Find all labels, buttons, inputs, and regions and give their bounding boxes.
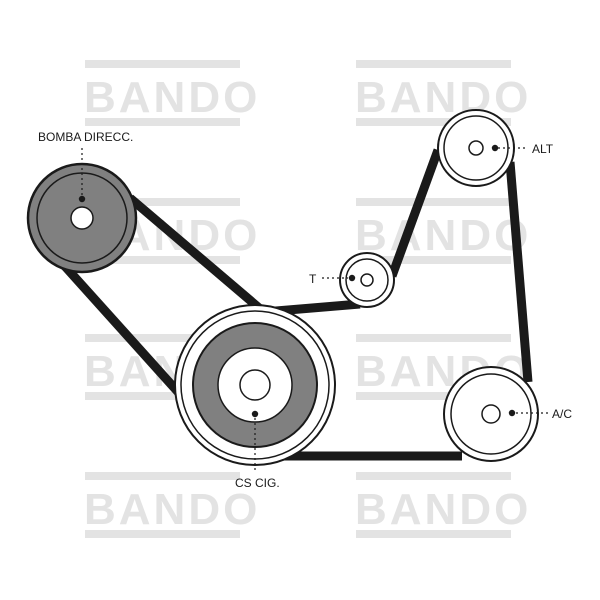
alt-pulley	[437, 109, 515, 187]
watermark-tile: BANDO	[84, 472, 260, 538]
label-alt: ALT	[532, 142, 554, 156]
belt-segment	[387, 148, 443, 278]
watermark-tile: BANDO	[355, 472, 531, 538]
label-tensioner: T	[309, 272, 317, 286]
ac-pulley	[443, 366, 539, 462]
watermark-tile: BANDO	[355, 60, 531, 126]
labels: BOMBA DIRECC. ALT T A/C CS CIG.	[38, 130, 572, 490]
belt-segment	[505, 161, 533, 383]
watermark-text: BANDO	[84, 485, 260, 534]
reference-dot	[78, 195, 86, 203]
label-bomba-direcc: BOMBA DIRECC.	[38, 130, 133, 144]
tensioner-pulley	[339, 252, 395, 308]
reference-dot	[348, 274, 356, 282]
watermark-text: BANDO	[84, 73, 260, 122]
leaders	[78, 144, 548, 470]
label-ac: A/C	[552, 407, 572, 421]
watermark-text: BANDO	[355, 73, 531, 122]
reference-dot	[251, 410, 259, 418]
watermark-text: BANDO	[355, 485, 531, 534]
reference-dot	[491, 144, 499, 152]
crankshaft-pulley	[174, 304, 336, 466]
belt-segment	[58, 259, 200, 416]
label-cs-cig: CS CIG.	[235, 476, 280, 490]
bomba-direcc-pulley	[26, 162, 138, 274]
watermark-text: BANDO	[355, 211, 531, 260]
watermark-tile: BANDO	[355, 198, 531, 264]
reference-dot	[508, 409, 516, 417]
watermark-tile: BANDO	[84, 60, 260, 126]
